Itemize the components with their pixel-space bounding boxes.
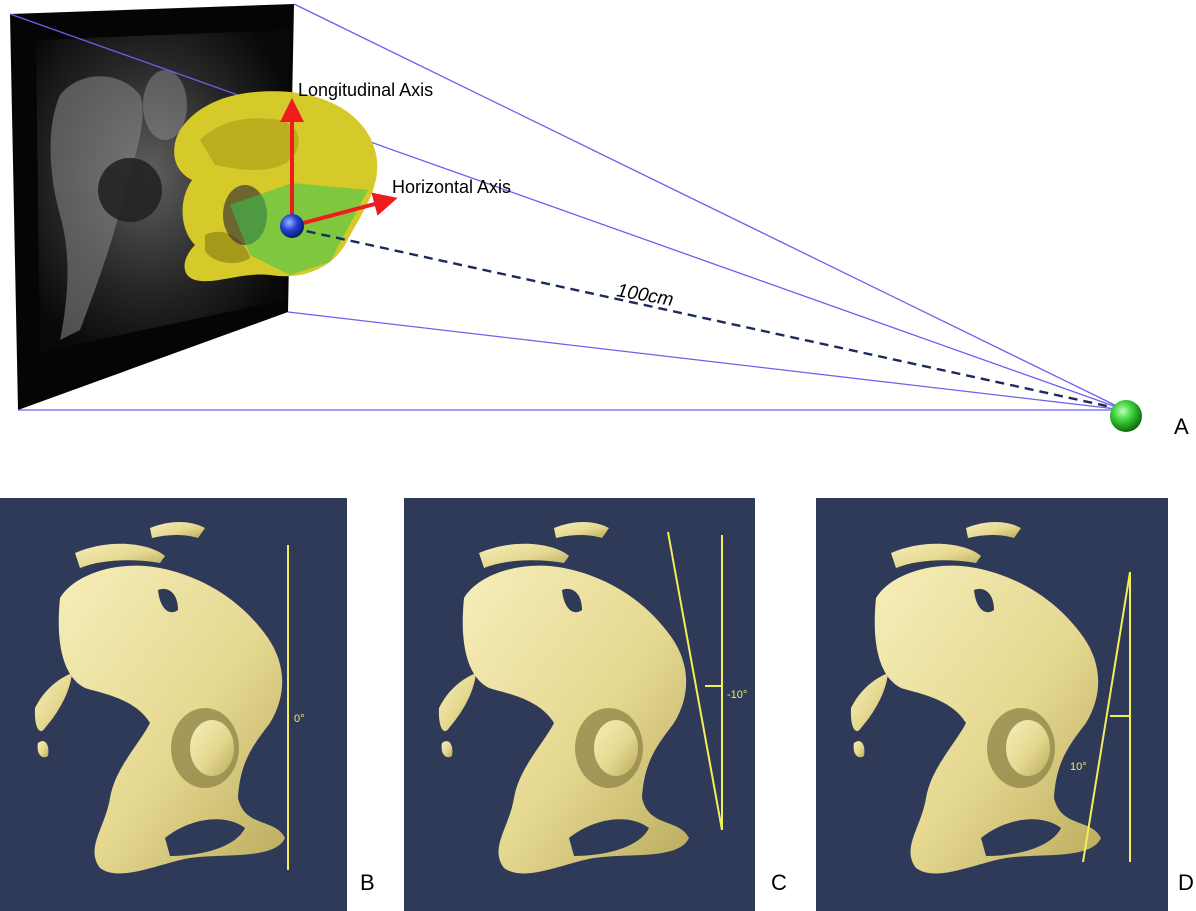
panel-letter-c: C: [771, 870, 787, 895]
distance-line: [292, 228, 1125, 410]
angle-label: -10°: [727, 689, 747, 701]
angle-label: 10°: [1070, 761, 1087, 773]
panel-letter-d: D: [1178, 870, 1194, 895]
longitudinal-axis-label: Longitudinal Axis: [298, 80, 433, 100]
panel-d: 10° D: [816, 498, 1194, 911]
panel-c: -10° C: [404, 498, 787, 911]
source-sphere: [1110, 400, 1142, 432]
horizontal-axis-label: Horizontal Axis: [392, 177, 511, 197]
center-sphere: [280, 214, 304, 238]
panel-letter-a: A: [1174, 414, 1189, 439]
angle-label: 0°: [294, 713, 305, 725]
panel-letter-b: B: [360, 870, 375, 895]
panel-b: 0° B: [0, 498, 375, 911]
projection-scene: Longitudinal Axis Horizontal Axis 100cm …: [10, 4, 1189, 439]
